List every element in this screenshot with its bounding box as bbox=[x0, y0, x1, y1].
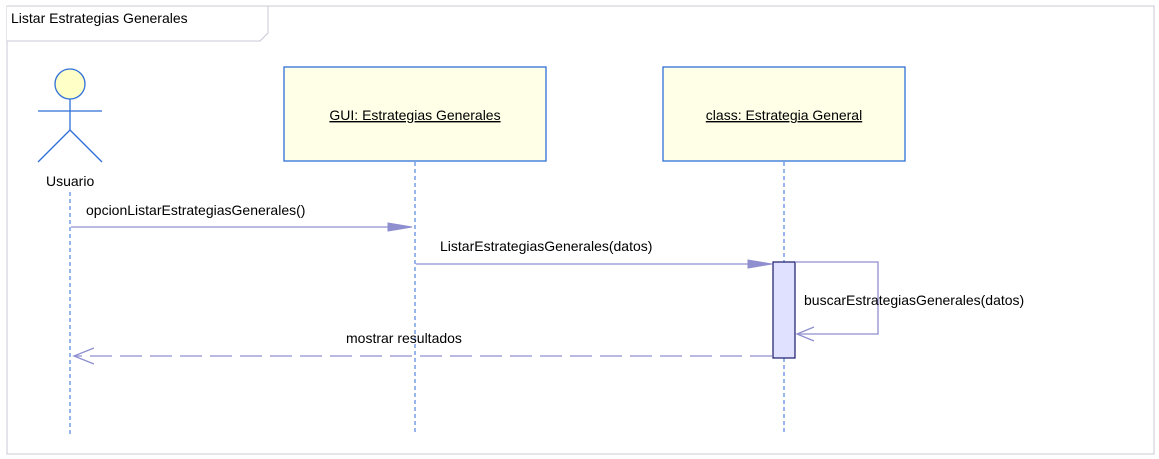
lifeline-label-class: class: Estrategia General bbox=[706, 107, 862, 123]
message-label: mostrar resultados bbox=[346, 330, 462, 346]
message-mostrar-resultados[interactable]: mostrar resultados bbox=[72, 330, 772, 365]
open-arrowhead-icon bbox=[795, 326, 815, 342]
open-arrowhead-icon bbox=[72, 347, 95, 365]
lifeline-box-class[interactable]: class: Estrategia General bbox=[662, 66, 906, 162]
arrowhead-icon bbox=[387, 222, 413, 232]
arrowhead-icon bbox=[747, 259, 773, 269]
self-call-line bbox=[795, 261, 879, 335]
frame-title-tab bbox=[7, 5, 269, 42]
actor-head bbox=[54, 68, 86, 100]
frame-title: Listar Estrategias Generales bbox=[11, 10, 188, 26]
actor-usuario[interactable]: Usuario bbox=[37, 68, 103, 189]
message-label: ListarEstrategiasGenerales(datos) bbox=[440, 238, 652, 254]
activation-bar bbox=[772, 261, 796, 359]
frame-border bbox=[6, 5, 1155, 455]
diagram-frame: Listar Estrategias Generales bbox=[6, 5, 1155, 455]
actor-leg-left bbox=[37, 129, 71, 163]
message-listar-estrategias[interactable]: ListarEstrategiasGenerales(datos) bbox=[416, 238, 773, 269]
message-label: opcionListarEstrategiasGenerales() bbox=[86, 202, 305, 218]
lifeline-head-gui bbox=[283, 66, 547, 162]
actor-label: Usuario bbox=[46, 173, 94, 189]
message-opcion-listar[interactable]: opcionListarEstrategiasGenerales() bbox=[71, 202, 413, 232]
lifeline-label-gui: GUI: Estrategias Generales bbox=[329, 107, 500, 123]
message-buscar-estrategias[interactable]: buscarEstrategiasGenerales(datos) bbox=[795, 261, 1024, 342]
actor-leg-right bbox=[69, 129, 103, 163]
lifeline-box-gui[interactable]: GUI: Estrategias Generales bbox=[283, 66, 547, 162]
lifeline-head-class bbox=[662, 66, 906, 162]
message-label: buscarEstrategiasGenerales(datos) bbox=[804, 292, 1024, 308]
